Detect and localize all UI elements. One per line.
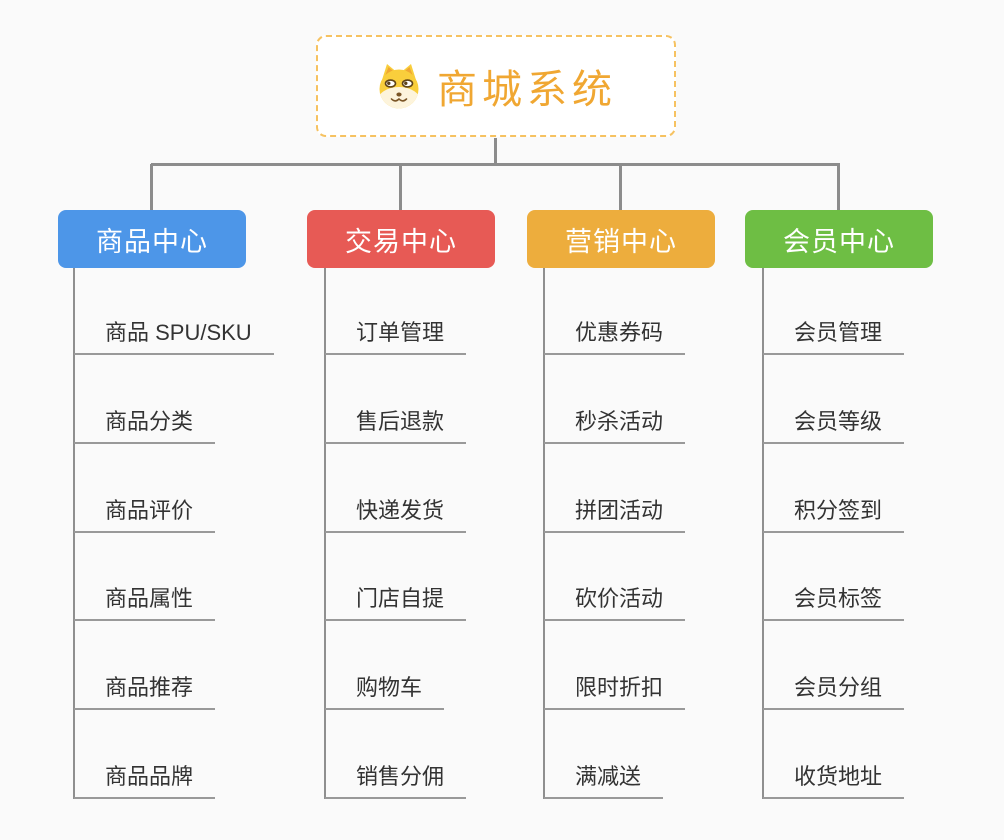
doge-icon xyxy=(375,63,423,109)
leaf-node[interactable]: 会员等级 xyxy=(763,404,905,444)
leaf-node[interactable]: 商品 SPU/SKU xyxy=(74,315,274,355)
connector-root-stub xyxy=(494,138,497,164)
leaf-node[interactable]: 会员分组 xyxy=(763,670,905,710)
leaf-node[interactable]: 商品品牌 xyxy=(74,759,216,799)
leaf-node[interactable]: 满减送 xyxy=(544,759,664,799)
leaf-node[interactable]: 限时折扣 xyxy=(544,670,686,710)
branch-children-member: 会员管理 会员等级 积分签到 会员标签 会员分组 收货地址 xyxy=(762,268,1002,808)
root-title: 商城系统 xyxy=(437,68,617,112)
leaf-node[interactable]: 砍价活动 xyxy=(544,581,686,621)
leaf-node[interactable]: 商品属性 xyxy=(74,581,216,621)
branch-children-marketing: 优惠券码 秒杀活动 拼团活动 砍价活动 限时折扣 满减送 xyxy=(543,268,783,808)
connector-drop-trade xyxy=(399,164,402,211)
connector-horizontal-bar xyxy=(151,163,840,166)
leaf-node[interactable]: 销售分佣 xyxy=(325,759,467,799)
branch-children-trade: 订单管理 售后退款 快递发货 门店自提 购物车 销售分佣 xyxy=(324,268,564,808)
connector-drop-member xyxy=(837,164,840,211)
leaf-node[interactable]: 购物车 xyxy=(325,670,445,710)
leaf-node[interactable]: 门店自提 xyxy=(325,581,467,621)
branch-children-product: 商品 SPU/SKU 商品分类 商品评价 商品属性 商品推荐 商品品牌 xyxy=(73,268,313,808)
leaf-node[interactable]: 售后退款 xyxy=(325,404,467,444)
branch-node-marketing-center[interactable]: 营销中心 xyxy=(527,210,715,268)
branch-node-product-center[interactable]: 商品中心 xyxy=(58,210,246,268)
leaf-node[interactable]: 拼团活动 xyxy=(544,493,686,533)
leaf-node[interactable]: 快递发货 xyxy=(325,493,467,533)
leaf-node[interactable]: 订单管理 xyxy=(325,315,467,355)
connector-spine xyxy=(543,268,545,799)
root-node[interactable]: 商城系统 xyxy=(316,35,676,137)
leaf-node[interactable]: 会员管理 xyxy=(763,315,905,355)
connector-drop-marketing xyxy=(619,164,622,211)
leaf-node[interactable]: 商品评价 xyxy=(74,493,216,533)
connector-spine xyxy=(762,268,764,799)
leaf-node[interactable]: 优惠券码 xyxy=(544,315,686,355)
leaf-node[interactable]: 秒杀活动 xyxy=(544,404,686,444)
connector-spine xyxy=(73,268,75,799)
leaf-node[interactable]: 商品推荐 xyxy=(74,670,216,710)
leaf-node[interactable]: 积分签到 xyxy=(763,493,905,533)
connector-drop-product xyxy=(150,164,153,211)
branch-node-member-center[interactable]: 会员中心 xyxy=(745,210,933,268)
leaf-node[interactable]: 会员标签 xyxy=(763,581,905,621)
branch-node-trade-center[interactable]: 交易中心 xyxy=(307,210,495,268)
connector-spine xyxy=(324,268,326,799)
leaf-node[interactable]: 商品分类 xyxy=(74,404,216,444)
leaf-node[interactable]: 收货地址 xyxy=(763,759,905,799)
